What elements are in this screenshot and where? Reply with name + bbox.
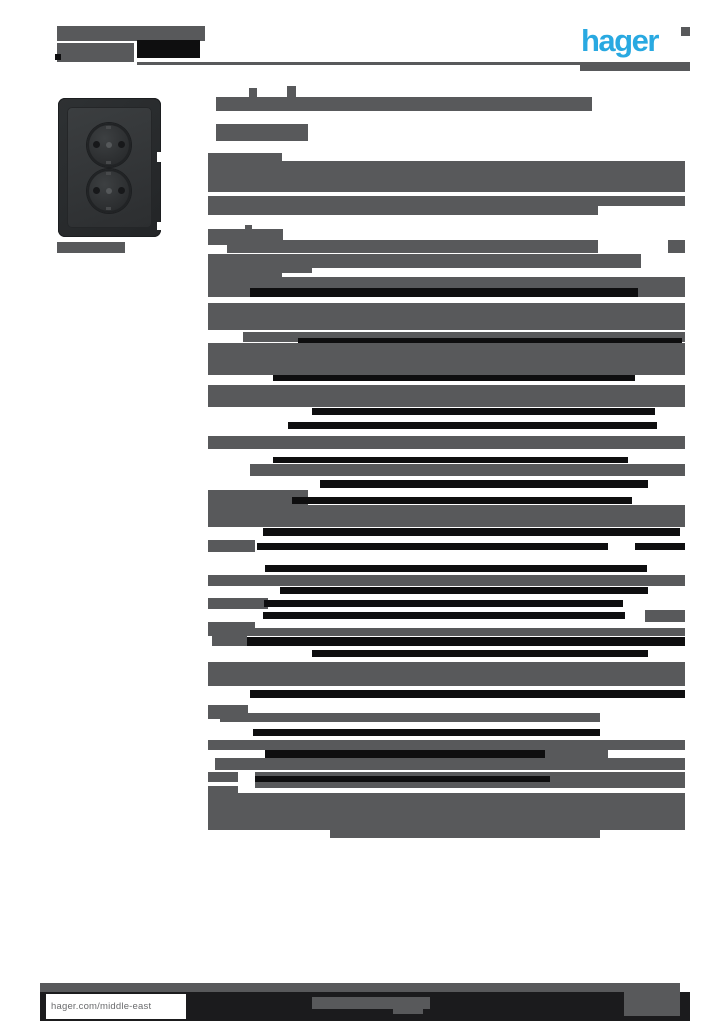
redacted-text-bar [250, 464, 685, 476]
redacted-text-bar [57, 26, 205, 41]
redacted-text-bar [580, 63, 690, 71]
redacted-text-bar [247, 637, 685, 646]
redacted-text-bar [208, 793, 685, 830]
redacted-text-bar [208, 153, 282, 165]
redacted-text-bar [330, 830, 600, 838]
redacted-text-bar [250, 690, 685, 698]
redacted-text-bar [280, 587, 648, 594]
redacted-text-bar [40, 983, 680, 992]
redacted-text-bar [208, 343, 685, 375]
redacted-text-bar [208, 705, 248, 719]
redacted-text-bar [208, 161, 685, 192]
socket-hole-left [93, 187, 100, 194]
redacted-text-bar [208, 490, 308, 505]
redacted-text-bar [208, 436, 685, 449]
earth-clip-top [106, 172, 111, 175]
redacted-text-bar [208, 303, 685, 330]
redacted-text-bar [668, 240, 685, 253]
socket-circle-top [87, 123, 131, 167]
redacted-text-bar [216, 97, 592, 111]
socket-circle-bottom [87, 169, 131, 213]
redacted-text-bar [208, 254, 641, 268]
redacted-text-bar [312, 408, 655, 415]
redacted-text-bar [137, 40, 200, 58]
redacted-text-bar [288, 422, 657, 429]
redacted-text-bar [265, 750, 545, 758]
redacted-text-bar [273, 457, 628, 463]
redacted-text-bar [216, 124, 308, 141]
redacted-text-bar [208, 385, 685, 395]
redacted-text-bar [250, 288, 638, 297]
redacted-text-bar [273, 375, 635, 381]
photo-highlight [157, 222, 162, 230]
redacted-text-bar [208, 395, 685, 407]
redacted-text-bar [208, 740, 685, 750]
redacted-text-bar [57, 242, 125, 253]
socket-screw [106, 188, 112, 194]
earth-clip-bottom [106, 161, 111, 164]
footer-url-link[interactable]: hager.com/middle-east [51, 1001, 152, 1012]
redacted-text-bar [292, 497, 632, 504]
redacted-text-bar [255, 776, 550, 782]
redacted-text-bar [312, 650, 648, 657]
redacted-text-bar [208, 540, 255, 552]
redacted-text-bar [208, 229, 283, 245]
redacted-text-bar [208, 206, 598, 215]
redacted-text-bar [208, 505, 685, 517]
redacted-text-bar [212, 636, 247, 646]
redacted-text-bar [545, 750, 608, 758]
redacted-text-bar [635, 543, 685, 550]
redacted-text-bar [249, 88, 257, 98]
redacted-text-bar [208, 622, 255, 631]
redacted-text-bar [57, 43, 134, 62]
redacted-text-bar [287, 86, 296, 98]
redacted-text-bar [245, 225, 252, 230]
redacted-text-bar [645, 610, 685, 622]
redacted-text-bar [255, 772, 685, 788]
redacted-text-bar [220, 713, 600, 722]
photo-highlight [157, 152, 162, 162]
redacted-text-bar [263, 528, 680, 536]
redacted-text-bar [208, 772, 238, 782]
redacted-text-bar [320, 480, 648, 488]
redacted-text-bar [208, 575, 685, 586]
redacted-text-bar [208, 196, 685, 206]
hager-logo: hager [581, 23, 659, 58]
redacted-text-bar [55, 54, 61, 60]
socket-hole-left [93, 141, 100, 148]
redacted-text-bar [215, 758, 685, 770]
redacted-text-bar [227, 240, 598, 253]
redacted-text-bar [208, 517, 685, 527]
redacted-text-bar [208, 268, 282, 279]
earth-clip-bottom [106, 207, 111, 210]
redacted-text-bar [243, 332, 685, 342]
redacted-text-bar [253, 729, 600, 736]
redacted-text-bar [208, 628, 685, 636]
redacted-text-bar [248, 266, 312, 273]
earth-clip-top [106, 126, 111, 129]
redacted-text-bar [208, 598, 268, 609]
socket-screw [106, 142, 112, 148]
socket-faceplate [67, 107, 152, 228]
redacted-text-bar [208, 786, 238, 796]
socket-hole-right [118, 187, 125, 194]
socket-hole-right [118, 141, 125, 148]
redacted-text-bar [137, 62, 690, 65]
redacted-text-bar [257, 543, 608, 550]
redacted-text-bar [265, 565, 647, 572]
redacted-text-bar [208, 662, 685, 686]
redacted-text-bar [263, 612, 625, 619]
redacted-text-bar [208, 277, 685, 297]
footer-url-box[interactable]: hager.com/middle-east [46, 994, 186, 1019]
product-photo [58, 98, 162, 237]
redacted-text-bar [298, 338, 682, 344]
redacted-text-bar [264, 600, 623, 607]
